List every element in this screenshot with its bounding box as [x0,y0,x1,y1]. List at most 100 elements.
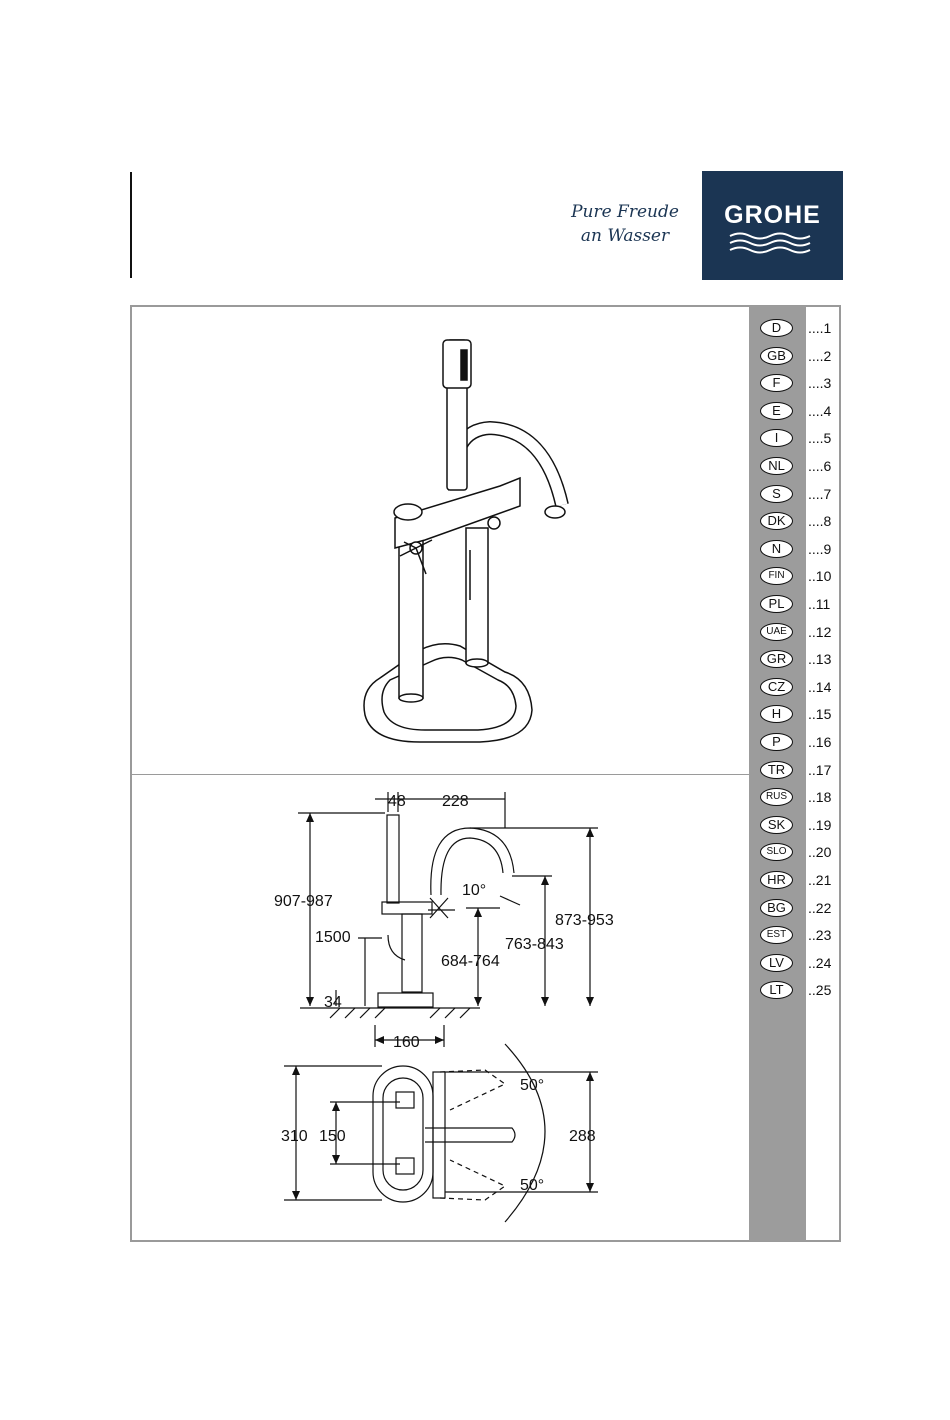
language-code-badge: H [760,705,793,724]
dim-310: 310 [281,1128,308,1145]
brand-slogan: Pure Freude an Wasser [560,200,690,248]
language-code-badge: HR [760,871,793,889]
grohe-logo: GROHE [702,171,843,280]
slogan-line-2: an Wasser [580,226,670,246]
language-code-badge: FIN [760,567,793,586]
language-page-ref: ..13 [808,651,832,668]
language-code-badge: LT [760,981,793,1000]
language-code-badge: P [760,733,793,751]
language-code-badge: EST [760,926,793,945]
language-entry: LT ..25 [760,981,840,1001]
language-page-ref: ..18 [808,789,832,806]
language-page-ref: ..16 [808,734,832,750]
language-entry: P ..16 [760,733,840,753]
language-entry: D ....1 [760,319,840,339]
water-waves-icon [729,232,811,254]
language-entry: CZ ..14 [760,677,840,698]
language-page-ref: ..24 [808,954,832,971]
dim-angle-10: 10° [462,882,486,899]
language-page-ref: ..22 [808,899,832,916]
language-page-ref: ....5 [808,430,832,447]
language-page-ref: ..19 [808,816,832,833]
dim-angle-50-bottom: 50° [520,1177,544,1194]
content-frame [130,305,841,1242]
language-entry: E ....4 [760,401,840,422]
language-page-ref: ..14 [808,678,832,695]
language-code-badge: NL [760,457,793,475]
language-entry: SK ..19 [760,815,840,836]
language-page-ref: ..21 [808,872,832,888]
dim-873-953: 873-953 [555,912,614,929]
language-entry: TR ..17 [760,760,840,781]
dim-763-843: 763-843 [505,936,564,953]
dim-907-987: 907-987 [274,893,333,910]
language-page-ref: ....3 [808,375,832,392]
language-entry: F ....3 [760,374,840,394]
dim-48: 48 [388,793,406,810]
language-code-badge: SK [760,815,793,834]
dim-1500: 1500 [315,929,351,946]
dim-150: 150 [319,1128,346,1145]
language-code-badge: LV [760,953,793,972]
language-code-badge: D [760,319,793,337]
language-page-ref: ..11 [808,596,831,612]
language-entry: NL ....6 [760,457,840,477]
language-code-badge: TR [760,760,793,779]
language-code-badge: GB [760,346,793,365]
language-code-badge: SLO [760,843,793,862]
language-code-badge: PL [760,595,793,613]
language-code-badge: BG [760,898,793,917]
slogan-line-1: Pure Freude [571,202,679,222]
language-entry: UAE ..12 [760,622,840,643]
language-entry: LV ..24 [760,953,840,974]
language-page-ref: ....4 [808,402,832,419]
dim-angle-50-top: 50° [520,1077,544,1094]
language-page-ref: ..15 [808,706,832,723]
language-page-ref: ..17 [808,761,832,778]
language-entry: DK ....8 [760,512,840,532]
language-code-badge: UAE [760,622,793,641]
language-code-badge: N [760,539,793,558]
dim-228: 228 [442,793,469,810]
language-code-badge: RUS [760,788,793,807]
language-entry: S ....7 [760,484,840,505]
language-entry: SLO ..20 [760,843,840,863]
dimension-drawing: 48 228 907-987 1500 10° 873-953 763-843 … [274,792,614,1223]
language-entry: RUS ..18 [760,788,840,808]
language-entry: H ..15 [760,705,840,725]
language-page-ref: ....6 [808,458,832,474]
language-entry: I ....5 [760,429,840,449]
language-code-badge: CZ [760,677,793,696]
logo-wordmark: GROHE [724,201,821,229]
language-page-ref: ..25 [808,982,832,999]
language-code-badge: GR [760,650,793,669]
language-page-ref: ....7 [808,485,832,502]
language-entry: FIN ..10 [760,567,840,587]
language-code-badge: DK [760,512,793,531]
language-entry: BG ..22 [760,898,840,919]
dim-34: 34 [324,994,342,1011]
language-page-ref: ..23 [808,927,832,944]
language-page-ref: ..10 [808,568,832,585]
language-entry: HR ..21 [760,871,840,891]
language-code-badge: S [760,484,793,503]
language-page-ref: ..12 [808,623,832,640]
language-page-ref: ....2 [808,347,832,364]
language-code-badge: E [760,401,793,420]
language-entry: EST ..23 [760,926,840,946]
section-divider [131,774,749,775]
language-page-ref: ....8 [808,513,832,530]
left-margin-rule [130,172,132,278]
language-page-ref: ....9 [808,540,832,557]
dim-684-764: 684-764 [441,953,500,970]
language-entry: N ....9 [760,539,840,560]
language-code-badge: F [760,374,793,393]
language-page-ref: ..20 [808,844,832,861]
language-page-ref: ....1 [808,320,832,336]
language-code-badge: I [760,429,793,448]
dim-288: 288 [569,1128,596,1145]
language-entry: GR ..13 [760,650,840,670]
dim-160: 160 [393,1034,420,1051]
faucet-illustration [363,339,569,743]
language-entry: PL ..11 [760,595,840,615]
